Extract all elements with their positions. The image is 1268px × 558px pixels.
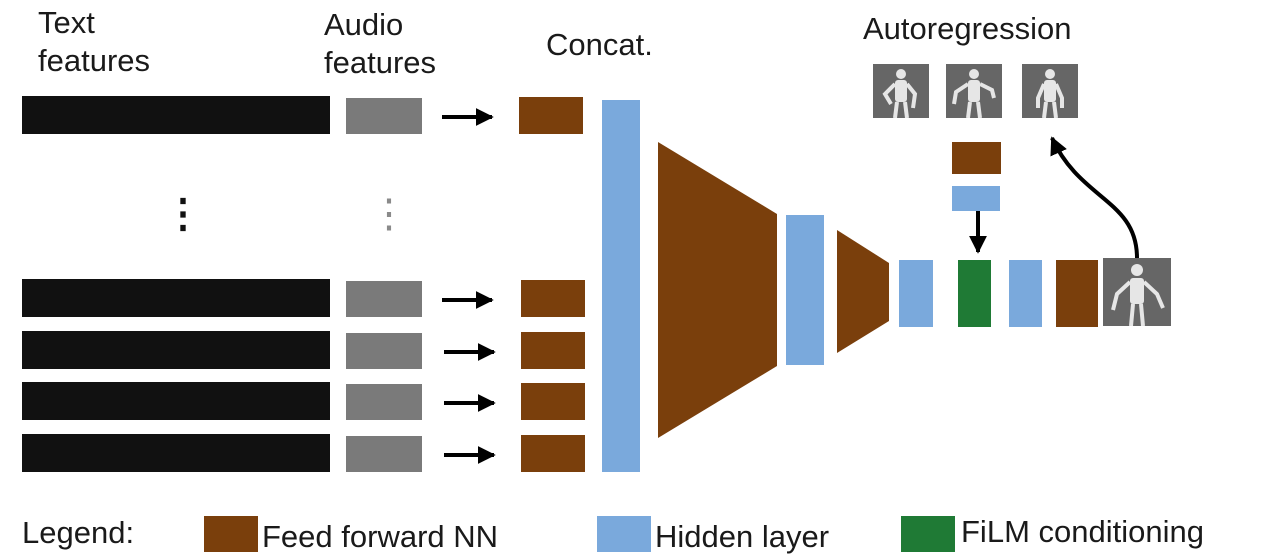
pose-thumbnail [1022, 64, 1078, 119]
audio-feature-bar [346, 384, 422, 420]
legend-title: Legend: [22, 515, 135, 550]
legend-swatch-ffn [204, 516, 258, 552]
pose-output-thumbnail [1103, 258, 1171, 327]
funnel-ffn-small [837, 230, 889, 353]
pose-thumbnail [946, 64, 1002, 119]
hidden-layer-4 [1009, 260, 1042, 327]
audio-feature-bar [346, 436, 422, 472]
audio-features-label-line2: features [324, 45, 437, 80]
hidden-layer-3 [899, 260, 933, 327]
output-ffn-block [1056, 260, 1098, 327]
frame-ffn-block [521, 435, 585, 472]
audio-feature-bar [346, 281, 422, 317]
text-ellipsis: ⋮ [163, 192, 203, 236]
text-feature-bar [22, 96, 330, 134]
hidden-layer-2 [786, 215, 824, 365]
frame-ffn-block [519, 97, 583, 134]
text-features-label-line1: Text [38, 5, 95, 40]
legend-label-hidden: Hidden layer [655, 519, 830, 554]
conditioning-hidden-block [952, 186, 1000, 211]
text-features-label: Text features [38, 4, 150, 80]
conditioning-ffn-block [952, 142, 1001, 174]
film-conditioning-block [958, 260, 991, 327]
audio-feature-bar [346, 333, 422, 369]
autoregression-arrow-icon [1050, 136, 1139, 259]
humanoid-pose-icon [1036, 69, 1064, 119]
text-features-label-line2: features [38, 43, 151, 78]
concat-label: Concat. [546, 27, 653, 62]
concat-hidden-layer [602, 100, 640, 472]
legend-label-ffn: Feed forward NN [262, 519, 499, 554]
text-feature-bar [22, 434, 330, 472]
text-feature-bar [22, 382, 330, 420]
autoregression-label: Autoregression [863, 11, 1072, 46]
legend-swatch-hidden [597, 516, 651, 552]
legend-swatch-film [901, 516, 955, 552]
audio-features-label: Audio features [324, 6, 436, 82]
humanoid-pose-icon [882, 69, 918, 119]
text-feature-bar [22, 331, 330, 369]
audio-ellipsis: ⋮ [369, 192, 409, 236]
humanoid-pose-icon [952, 69, 996, 119]
funnel-ffn-large [658, 142, 777, 438]
frame-ffn-block [521, 383, 585, 420]
pose-thumbnail [873, 64, 929, 119]
text-feature-bar [22, 279, 330, 317]
audio-features-label-line1: Audio [324, 7, 404, 42]
frame-ffn-block [521, 280, 585, 317]
audio-feature-bar [346, 98, 422, 134]
legend-label-film: FiLM conditioning [961, 514, 1204, 549]
humanoid-pose-icon [1111, 264, 1165, 327]
frame-ffn-block [521, 332, 585, 369]
